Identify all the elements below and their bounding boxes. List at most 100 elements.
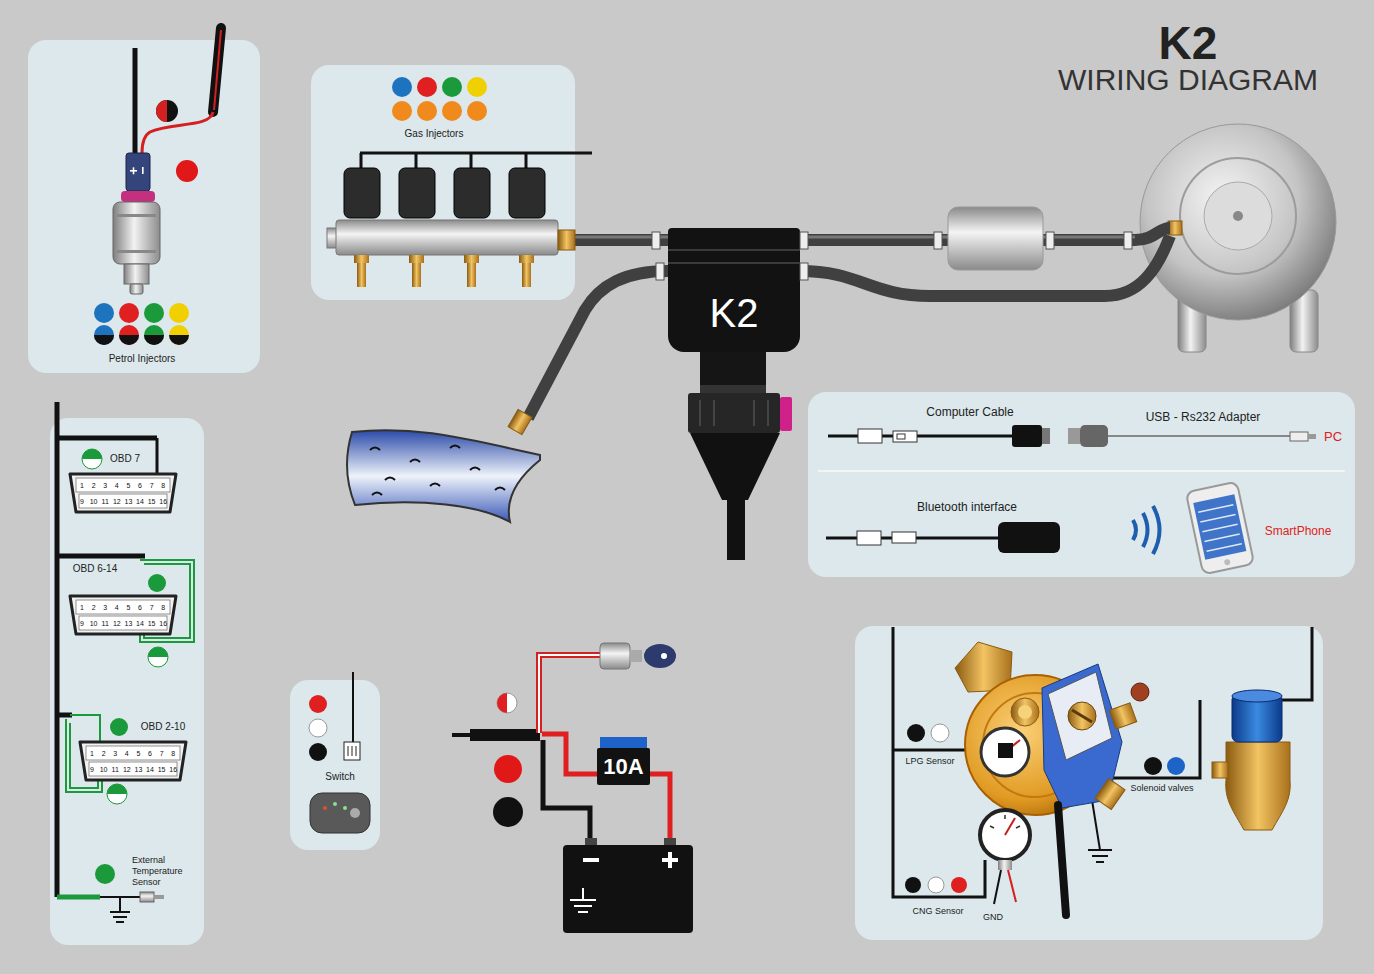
pin-number: 15 xyxy=(148,620,156,627)
petrol-injector-part xyxy=(117,250,156,253)
switch-part xyxy=(343,806,347,810)
petrol-injectors-panel-text: Petrol Injectors xyxy=(109,353,176,365)
computer-cable-part xyxy=(858,429,882,443)
obd-panel-text: OBD 7 xyxy=(110,453,140,465)
intake-manifold-part xyxy=(370,446,505,496)
gas-hoses-part xyxy=(1043,228,1170,240)
obd-connector-part xyxy=(76,600,170,614)
petrol-color-dots-part xyxy=(144,325,164,345)
battery-wiring-part xyxy=(644,644,676,668)
obd-wiring-part xyxy=(57,554,145,559)
gas-color-dots-part xyxy=(417,101,437,121)
fuse: 10A xyxy=(597,748,650,785)
k2-unit-details xyxy=(668,250,800,560)
computer-cable-part xyxy=(893,431,917,442)
reducer-color-dots-part xyxy=(907,724,925,742)
battery-wiring-part xyxy=(661,653,667,659)
obd-color-dots xyxy=(82,449,168,884)
petrol-injector-part xyxy=(214,30,221,110)
gas-hoses-part xyxy=(934,232,942,249)
k2-unit-details-part xyxy=(668,250,800,263)
battery-wiring-part xyxy=(539,655,600,733)
pin-number: 3 xyxy=(103,482,107,489)
reducer xyxy=(955,642,1149,915)
reducer-wiring xyxy=(893,627,1312,897)
gas-hoses-part xyxy=(652,232,660,249)
petrol-injector-part xyxy=(126,153,150,191)
reducer-part xyxy=(1058,805,1066,915)
switch-part xyxy=(350,808,360,818)
obd-connector-part xyxy=(79,616,167,630)
reducer-color-dots-part xyxy=(931,724,949,742)
obd-connector-part xyxy=(89,762,177,776)
switch-part xyxy=(310,793,370,833)
switch-part xyxy=(348,746,356,756)
computer-cable-part-part xyxy=(1186,482,1254,575)
battery-wiring-part xyxy=(600,737,647,748)
petrol-injector-part xyxy=(133,48,138,153)
reducer-part xyxy=(1068,702,1096,730)
battery-wiring-part xyxy=(570,888,596,912)
gas-tank-part xyxy=(1180,158,1296,274)
pin-number: 3 xyxy=(103,604,107,611)
gas-hoses-part xyxy=(800,234,948,246)
gas-injector-rail-part xyxy=(357,263,366,287)
gas-injector-rail-part xyxy=(464,255,479,263)
k2-unit-details-part xyxy=(700,400,768,426)
computer-cable-part xyxy=(818,470,1345,472)
obd-wiring-part xyxy=(57,436,157,441)
obd-color-dots-part xyxy=(107,784,127,804)
obd-wiring-part xyxy=(57,895,100,900)
obd-connector-part xyxy=(76,478,170,492)
petrol-injector-part xyxy=(142,167,144,174)
reducer-wiring-part xyxy=(1282,627,1312,700)
pin-number: 5 xyxy=(126,604,130,611)
pin-number: 4 xyxy=(115,604,119,611)
intake-manifold-part xyxy=(347,430,540,522)
computer-cable-part xyxy=(1080,425,1108,447)
obd-wiring-part xyxy=(57,713,72,718)
computer-cable-part xyxy=(998,522,1060,553)
reducer-color-dots-part xyxy=(905,877,921,893)
computer-cable-part xyxy=(1068,428,1080,444)
battery-wiring-part xyxy=(470,729,540,741)
computer-cable-part xyxy=(1042,428,1050,444)
gas-hoses-part xyxy=(1046,232,1054,249)
pin-number: 11 xyxy=(102,620,109,627)
reducer-color-dots-part xyxy=(1167,757,1185,775)
pin-number: 16 xyxy=(159,498,167,505)
computer-cable-part xyxy=(1012,425,1042,447)
intake-manifold xyxy=(347,409,540,522)
pin-number: 10 xyxy=(90,620,98,627)
petrol-injector-part xyxy=(156,100,167,122)
reducer-part xyxy=(998,743,1013,758)
pin-number: 14 xyxy=(136,620,144,627)
obd-panel-text: OBD 6-14 xyxy=(73,563,117,575)
gas-injector-rail-part xyxy=(467,263,476,287)
pin-number: 8 xyxy=(171,750,175,757)
reducer-panel-text: LPG Sensor xyxy=(905,756,954,766)
gas-tank-part xyxy=(1168,221,1182,235)
battery-wiring-part xyxy=(493,797,523,827)
interface-panel-text: USB - Rs232 Adapter xyxy=(1146,411,1261,425)
computer-cable-part-part xyxy=(1198,505,1242,552)
pin-number: 5 xyxy=(126,482,130,489)
battery-wiring-part xyxy=(630,650,642,662)
gas-injector-rail-part xyxy=(519,255,534,263)
diagram-title: K2 xyxy=(1159,20,1218,66)
battery-wiring-part xyxy=(664,838,676,846)
computer-cable xyxy=(818,425,1345,574)
pin-number: 15 xyxy=(148,498,156,505)
reducer-color-dots-part xyxy=(1144,757,1162,775)
reducer-panel-text: GND xyxy=(983,912,1003,922)
petrol-color-dots-part xyxy=(94,303,114,323)
obd-connector xyxy=(70,474,186,780)
gas-injector-rail-part xyxy=(409,255,424,263)
obd-connector-part xyxy=(80,742,186,780)
switch-panel-text: Switch xyxy=(325,771,354,783)
pin-number: 16 xyxy=(169,766,177,773)
switch-part xyxy=(309,719,327,737)
reducer-part xyxy=(1011,698,1039,726)
